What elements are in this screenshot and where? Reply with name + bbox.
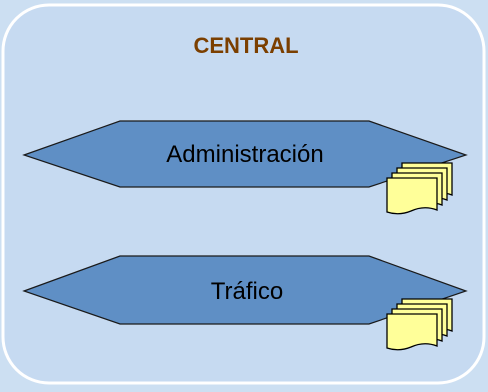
process-hexagon [22,120,468,188]
document-stack-icon [386,162,453,215]
process-hexagon [22,255,468,325]
panel-title: CENTRAL [193,33,298,58]
process-label: Tráfico [211,278,283,305]
process-label: Administración [166,141,323,168]
process-administracion: Administración [22,120,468,215]
document-stack-icon [386,298,453,351]
process-trafico: Tráfico [22,255,468,351]
